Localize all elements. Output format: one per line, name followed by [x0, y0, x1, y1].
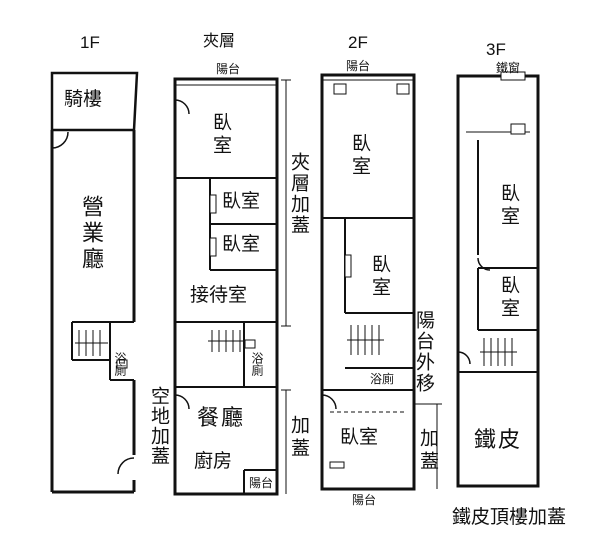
label-tin-sheet: 鐵皮 — [474, 428, 523, 453]
floor-title-3f: 3F — [486, 40, 506, 59]
label-mezz-balcony-bottom: 陽台 — [249, 476, 274, 490]
label-mezz-bedroom-1: 臥室 — [210, 112, 232, 158]
floor-2f-stairs — [347, 325, 384, 355]
label-1f-annex: 空地加蓋 — [148, 386, 170, 466]
label-1f-bath: 浴廁 — [113, 352, 127, 376]
floor-mezzanine-walls — [173, 77, 279, 496]
label-2f-bedroom-3: 臥室 — [340, 426, 379, 448]
label-2f-balcony-top: 陽台 — [346, 59, 371, 73]
mezzanine-dimension-lines — [281, 79, 291, 494]
label-2f-balcony-out: 陽台外移 — [413, 310, 435, 394]
label-2f-addition: 加蓋 — [417, 428, 439, 474]
floor-3f-walls — [456, 74, 540, 488]
label-2f-bedroom-2: 臥室 — [369, 254, 391, 300]
label-reception: 接待室 — [190, 284, 248, 306]
label-2f-balcony-bottom: 陽台 — [352, 493, 377, 507]
label-dining: 餐廳 — [197, 406, 246, 431]
floor-3f-stairs — [480, 338, 517, 366]
label-mezz-balcony-top: 陽台 — [216, 62, 241, 76]
label-3f-bedroom-1: 臥室 — [498, 183, 520, 229]
label-3f-bedroom-2: 臥室 — [498, 275, 520, 321]
label-2f-bath: 浴廁 — [370, 372, 395, 386]
label-mezz-addition: 夾層加蓋 — [288, 152, 310, 236]
label-2f-bedroom-1: 臥室 — [349, 133, 371, 179]
window-marks — [116, 71, 526, 469]
floor-1f-walls — [50, 71, 139, 494]
floor-title-2f: 2F — [348, 33, 368, 52]
label-mezz-bedroom-3: 臥室 — [222, 233, 261, 255]
floor-title-mezzanine: 夾層 — [203, 31, 236, 50]
label-iron-window: 鐵窗 — [496, 61, 521, 75]
floor-2f-walls — [320, 73, 416, 491]
label-mezz-bath: 浴廁 — [250, 352, 264, 376]
floor-mezzanine-stairs — [208, 330, 244, 352]
label-business-hall: 營業廳 — [78, 195, 103, 273]
label-mezz-lower-addition: 加蓋 — [288, 415, 310, 461]
label-mezz-bedroom-2: 臥室 — [222, 190, 261, 212]
label-arcade: 騎樓 — [64, 88, 103, 110]
label-roof-addition: 鐵皮頂樓加蓋 — [452, 506, 567, 528]
f2-dimension-lines — [414, 403, 442, 489]
label-kitchen: 廚房 — [194, 450, 233, 472]
floor-1f-stairs — [75, 330, 108, 356]
floor-title-1f: 1F — [80, 33, 100, 52]
